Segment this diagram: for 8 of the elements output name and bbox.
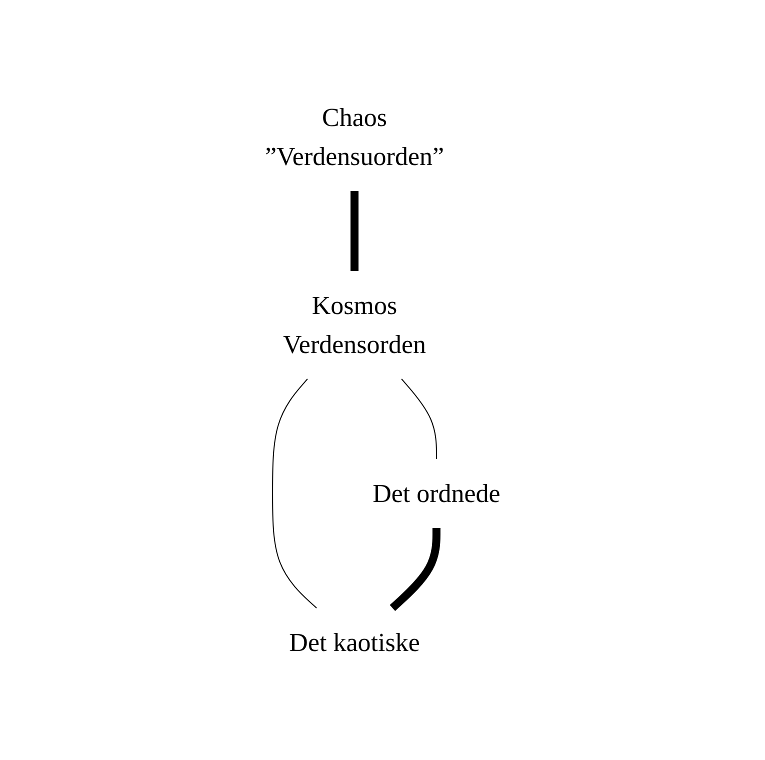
connector (400, 378, 437, 460)
connector (390, 528, 440, 611)
node-text: Kosmos Verdensorden (282, 290, 426, 359)
connector (350, 191, 358, 271)
connector (272, 378, 317, 608)
node-text: Det kaotiske (289, 628, 420, 657)
node-text: Det ordnede (372, 478, 500, 508)
node-text: Chaos ”Verdensuorden” (264, 103, 444, 171)
